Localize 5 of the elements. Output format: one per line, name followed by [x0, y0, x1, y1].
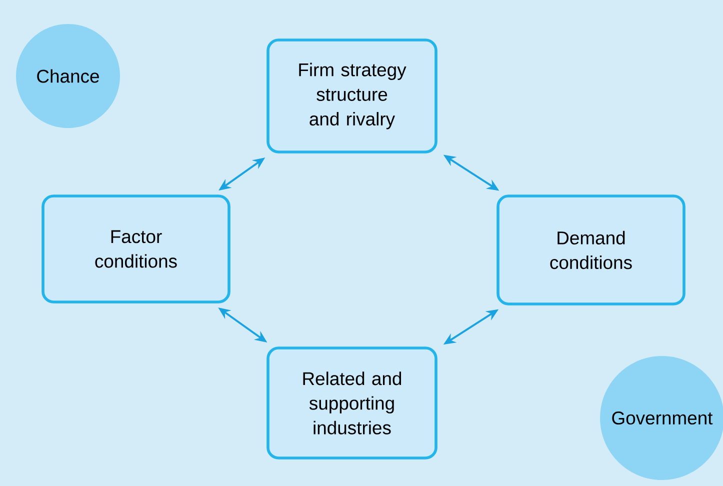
factor-box: Firm strategy structure and rivalry: [266, 38, 438, 154]
factor-box: Related and supporting industries: [266, 346, 438, 460]
circle-node: Chance: [16, 24, 120, 128]
factor-box: Factor conditions: [42, 194, 230, 304]
factor-box: Demand conditions: [496, 194, 686, 306]
